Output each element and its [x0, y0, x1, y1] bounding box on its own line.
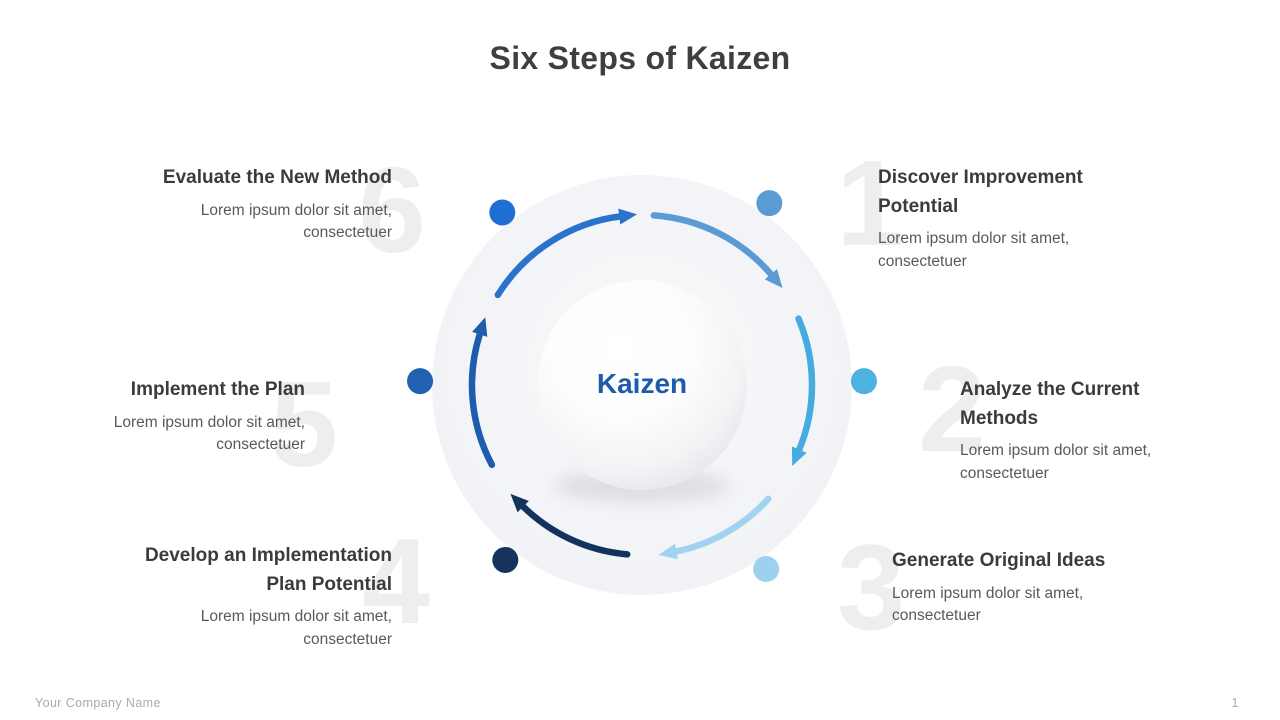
- step-1-discover-improvement-potential: Discover Improvement Potential Lorem ips…: [878, 164, 1110, 274]
- arc-right: [795, 315, 816, 455]
- arc-top-left-arrowhead-icon: [618, 208, 638, 225]
- arc-top-left: [494, 213, 625, 299]
- kaizen-cycle-diagram: [405, 148, 879, 622]
- footer-company-name: Your Company Name: [35, 696, 161, 710]
- center-sphere: [537, 280, 747, 490]
- dot-step-6-top-left: [489, 199, 516, 226]
- watermark-number-2: 2: [918, 341, 986, 477]
- step-title: Implement the Plan: [130, 379, 305, 400]
- arc-left-arrowhead-icon: [472, 317, 488, 337]
- watermark-number-3: 3: [837, 519, 905, 655]
- arc-left: [468, 329, 496, 469]
- dot-step-5-left: [407, 368, 434, 395]
- footer-page-number: 1: [1231, 696, 1239, 710]
- step-title: Develop an Implementation Plan Potential: [144, 545, 392, 595]
- dot-step-2-right: [850, 368, 877, 395]
- step-title: Analyze the Current Methods: [960, 379, 1140, 429]
- step-5-implement-the-plan: Implement the Plan Lorem ipsum dolor sit…: [55, 376, 305, 457]
- step-description: Lorem ipsum dolor sit amet, consectetuer: [878, 230, 1070, 270]
- watermark-number-4: 4: [362, 513, 430, 649]
- arc-bottom-right: [671, 495, 772, 556]
- step-3-generate-original-ideas: Generate Original Ideas Lorem ipsum dolo…: [892, 547, 1154, 628]
- step-6-evaluate-new-method: Evaluate the New Method Lorem ipsum dolo…: [92, 164, 392, 245]
- arc-bottom-left-arrowhead-icon: [510, 493, 529, 513]
- dot-step-3-bottom-right: [753, 556, 780, 583]
- watermark-number-6: 6: [358, 142, 426, 278]
- step-description: Lorem ipsum dolor sit amet, consectetuer: [960, 442, 1152, 482]
- step-2-analyze-current-methods: Analyze the Current Methods Lorem ipsum …: [960, 376, 1180, 486]
- step-description: Lorem ipsum dolor sit amet, consectetuer: [200, 201, 392, 242]
- step-4-develop-implementation-plan: Develop an Implementation Plan Potential…: [92, 542, 392, 652]
- arc-right-arrowhead-icon: [791, 446, 807, 467]
- arc-bottom-left: [518, 501, 631, 558]
- arc-top-right-arrowhead-icon: [764, 269, 783, 288]
- step-description: Lorem ipsum dolor sit amet, consectetuer: [200, 608, 392, 648]
- dot-step-1-top-right: [756, 190, 783, 217]
- center-kaizen-label: Kaizen: [596, 368, 688, 399]
- slide-title: Six Steps of Kaizen: [489, 40, 791, 76]
- step-title: Generate Original Ideas: [892, 550, 1106, 571]
- watermark-number-5: 5: [270, 356, 338, 492]
- watermark-number-1: 1: [836, 135, 904, 271]
- step-description: Lorem ipsum dolor sit amet, consectetuer: [892, 584, 1084, 625]
- arc-bottom-right-arrowhead-icon: [658, 543, 678, 560]
- step-title: Discover Improvement Potential: [878, 167, 1083, 217]
- step-title: Evaluate the New Method: [162, 167, 392, 188]
- dot-step-4-bottom-left: [492, 546, 519, 573]
- cycle-diagram-svg: [407, 175, 877, 595]
- cycle-arrows-group: [468, 208, 816, 560]
- cycle-dots-group: [407, 190, 877, 583]
- arc-top-right: [650, 212, 776, 279]
- step-description: Lorem ipsum dolor sit amet, consectetuer: [113, 413, 305, 454]
